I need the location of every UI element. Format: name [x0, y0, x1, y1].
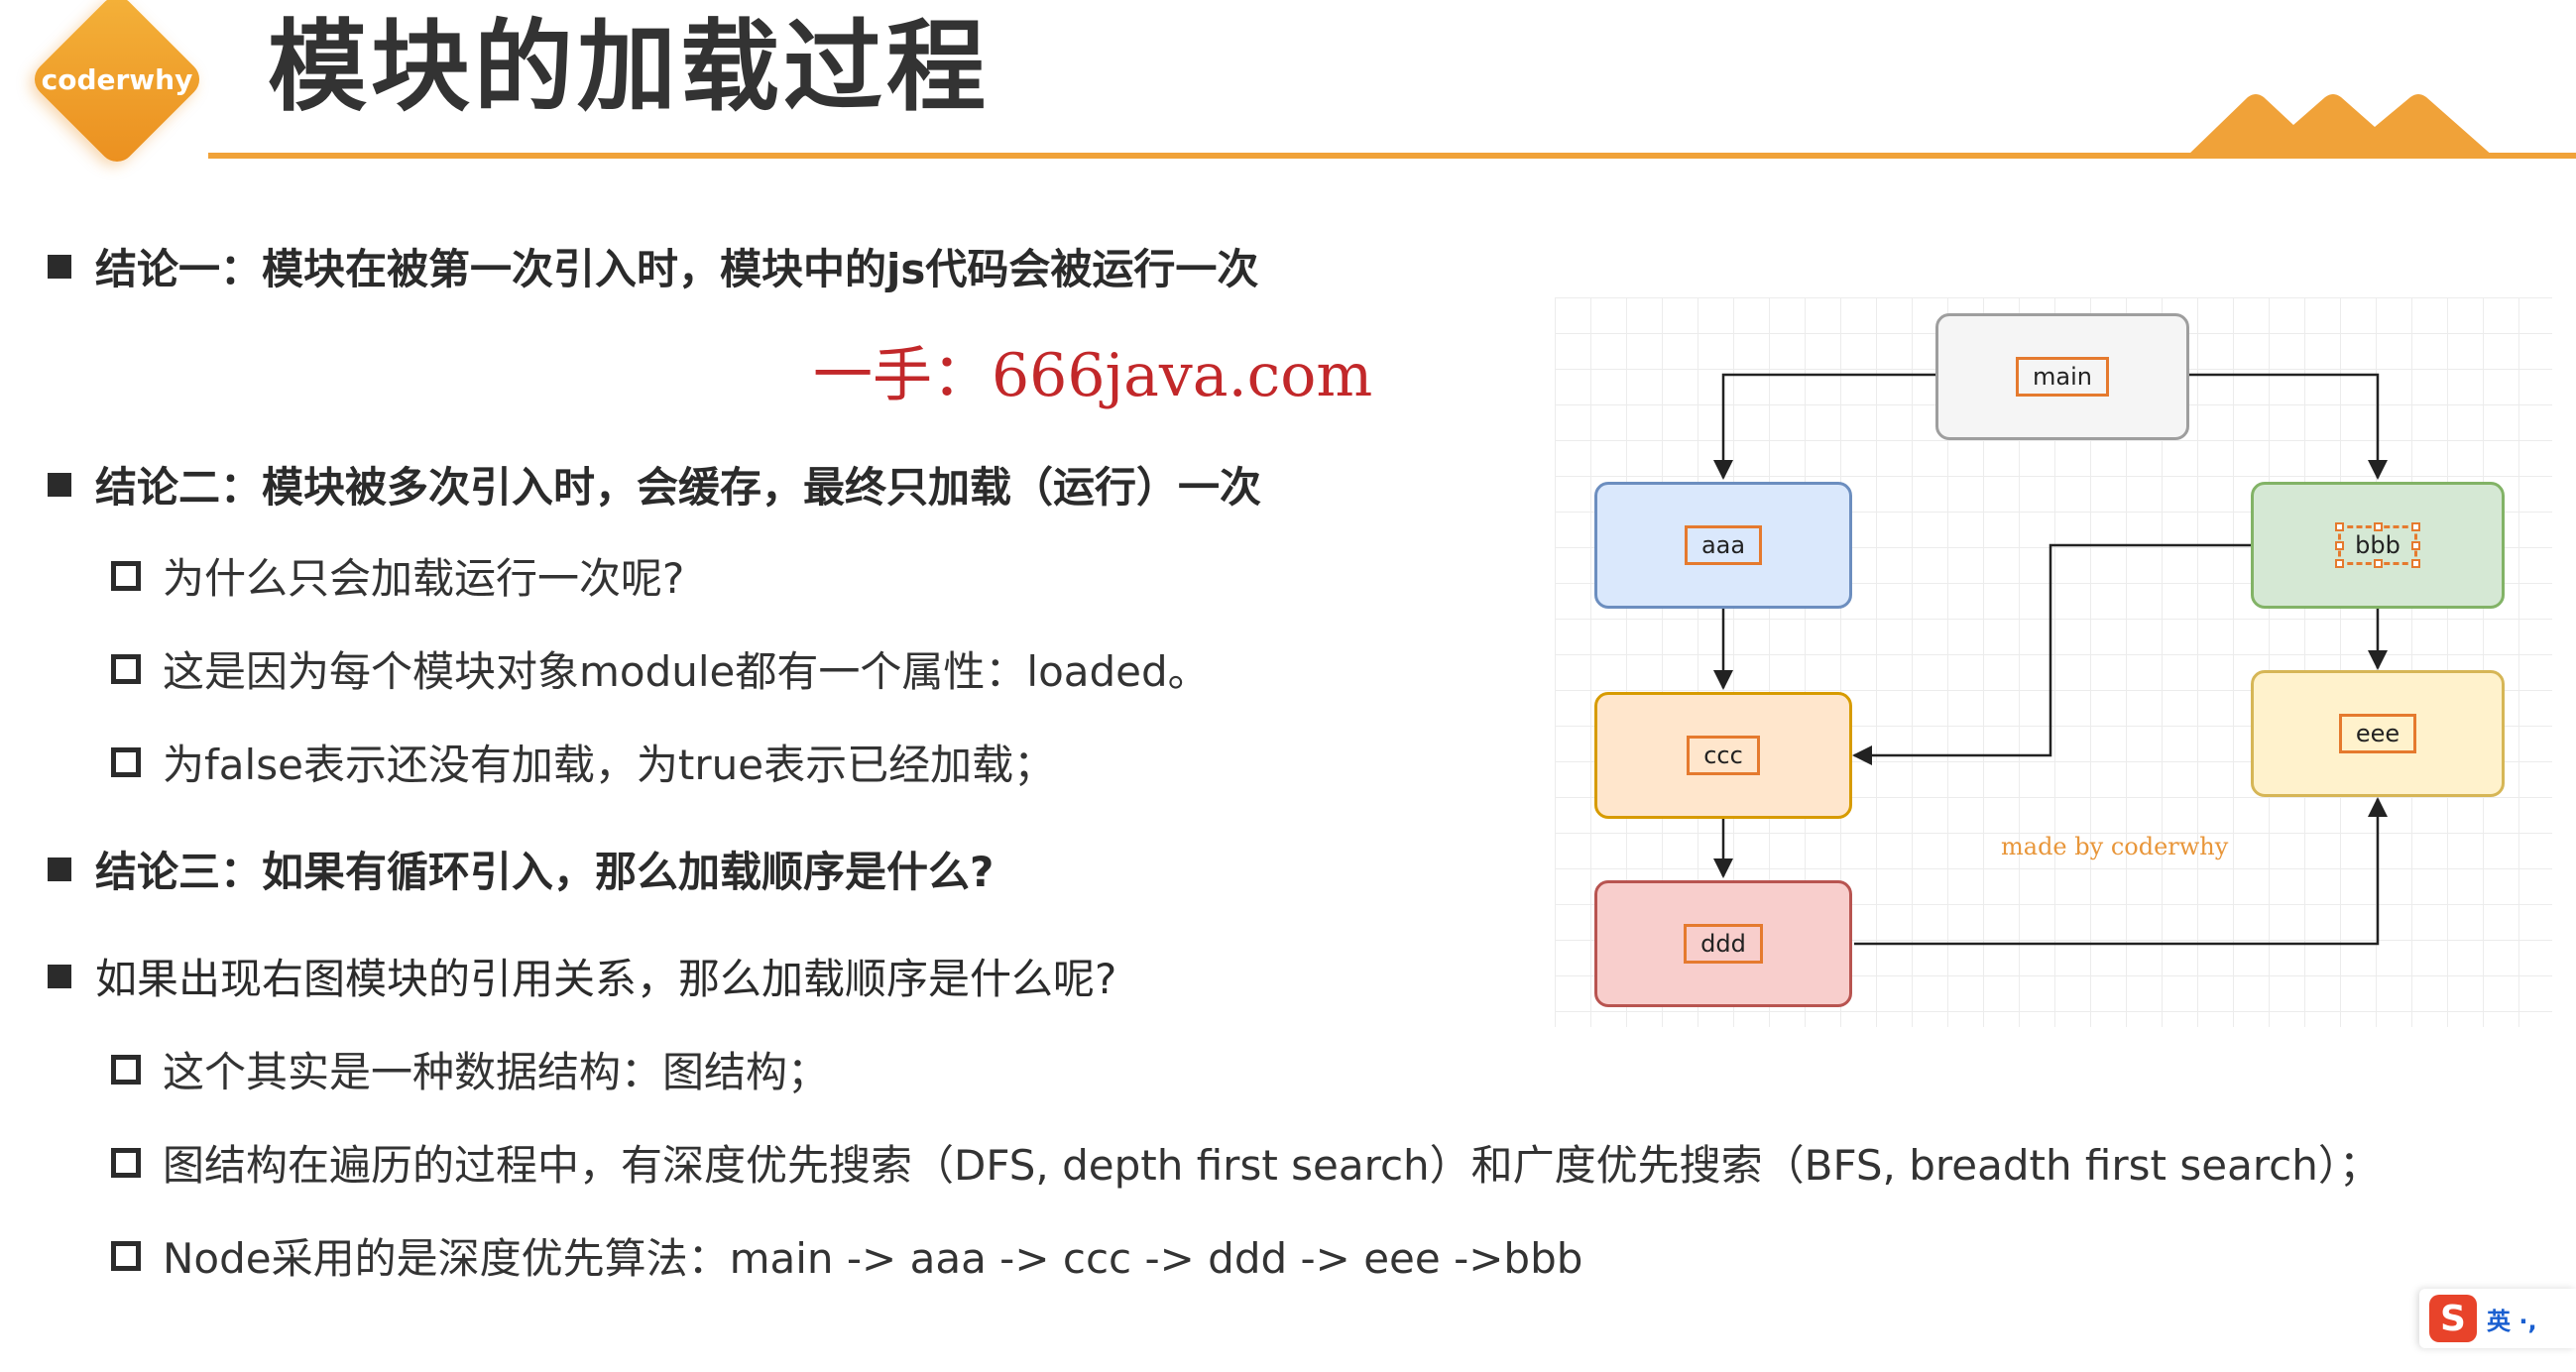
- hollow-square-icon: [111, 1054, 141, 1085]
- hollow-square-icon: [111, 653, 141, 684]
- selection-handle[interactable]: [2335, 559, 2345, 568]
- bullet-conclusion-1: 结论一：模块在被第一次引入时，模块中的js代码会被运行一次: [48, 236, 1258, 296]
- bullet-load-order-question: 如果出现右图模块的引用关系，那么加载顺序是什么呢?: [48, 946, 1116, 1006]
- sub-bullet-node-dfs-order: Node采用的是深度优先算法：main -> aaa -> ccc -> ddd…: [111, 1225, 1582, 1286]
- edge-bbb-ccc: [1852, 543, 2251, 765]
- bullet-text: 为什么只会加载运行一次呢?: [163, 554, 685, 603]
- selection-handle[interactable]: [2410, 541, 2420, 550]
- sub-bullet-why-once: 为什么只会加载运行一次呢?: [111, 545, 684, 606]
- node-ddd[interactable]: ddd: [1594, 880, 1852, 1007]
- bullet-square-icon: [48, 254, 71, 279]
- node-label-ddd: ddd: [1684, 924, 1763, 964]
- bullet-text: 结论二：模块被多次引入时，会缓存，最终只加载（运行）一次: [95, 463, 1262, 512]
- selection-handle[interactable]: [2335, 522, 2345, 531]
- node-ccc[interactable]: ccc: [1594, 692, 1852, 819]
- bullet-text: 这是因为每个模块对象module都有一个属性：loaded。: [163, 647, 1210, 696]
- selection-handle[interactable]: [2410, 522, 2420, 531]
- bullet-text: 为false表示还没有加载，为true表示已经加载；: [163, 741, 1056, 789]
- bullet-conclusion-2: 结论二：模块被多次引入时，会缓存，最终只加载（运行）一次: [48, 454, 1261, 514]
- node-aaa[interactable]: aaa: [1594, 482, 1852, 609]
- bullet-text: 图结构在遍历的过程中，有深度优先搜索（DFS, depth first sear…: [163, 1141, 2381, 1190]
- node-label-eee: eee: [2338, 714, 2417, 753]
- mountains-decoration-icon: [2186, 94, 2494, 157]
- sub-bullet-false-true: 为false表示还没有加载，为true表示已经加载；: [111, 732, 1055, 792]
- bullet-conclusion-3: 结论三：如果有循环引入，那么加载顺序是什么?: [48, 839, 994, 899]
- edge-main-aaa: [1713, 373, 1935, 480]
- node-label-main: main: [2016, 357, 2109, 397]
- module-graph-diagram: main aaa bbb ccc eee ddd: [1555, 297, 2552, 1027]
- sogou-ime-icon[interactable]: S: [2429, 1295, 2477, 1342]
- hollow-square-icon: [111, 1240, 141, 1271]
- bullet-text: 这个其实是一种数据结构：图结构；: [163, 1048, 830, 1096]
- sub-bullet-dfs-bfs: 图结构在遍历的过程中，有深度优先搜索（DFS, depth first sear…: [111, 1132, 2381, 1193]
- sub-bullet-graph-structure: 这个其实是一种数据结构：图结构；: [111, 1039, 829, 1099]
- sub-bullet-loaded-property: 这是因为每个模块对象module都有一个属性：loaded。: [111, 638, 1210, 699]
- logo-text: coderwhy: [41, 62, 193, 96]
- node-eee[interactable]: eee: [2251, 670, 2505, 797]
- node-label-aaa: aaa: [1684, 525, 1763, 565]
- node-label-bbb: bbb: [2335, 522, 2420, 568]
- hollow-square-icon: [111, 560, 141, 591]
- node-bbb[interactable]: bbb: [2251, 482, 2505, 609]
- coderwhy-logo: coderwhy: [27, 0, 207, 170]
- bullet-text: 结论一：模块在被第一次引入时，模块中的js代码会被运行一次: [95, 245, 1259, 293]
- node-main[interactable]: main: [1935, 313, 2189, 440]
- watermark-text: 一手：666java.com: [813, 341, 1373, 410]
- selection-handle[interactable]: [2410, 559, 2420, 568]
- bullet-text: 如果出现右图模块的引用关系，那么加载顺序是什么呢?: [95, 955, 1117, 1003]
- node-label-ccc: ccc: [1687, 736, 1760, 775]
- selection-handle[interactable]: [2373, 559, 2383, 568]
- selection-handle[interactable]: [2335, 541, 2345, 550]
- bullet-square-icon: [48, 857, 71, 881]
- hollow-square-icon: [111, 746, 141, 777]
- bullet-square-icon: [48, 964, 71, 988]
- header-divider: [208, 153, 2576, 159]
- made-by-caption: made by coderwhy: [2001, 833, 2229, 860]
- page-title: 模块的加载过程: [268, 9, 990, 125]
- edge-ddd-eee: [1854, 797, 2388, 946]
- edge-main-bbb: [2187, 373, 2388, 480]
- bullet-text: 结论三：如果有循环引入，那么加载顺序是什么?: [95, 848, 995, 896]
- hollow-square-icon: [111, 1147, 141, 1178]
- selection-handle[interactable]: [2373, 522, 2383, 531]
- bullet-text: Node采用的是深度优先算法：main -> aaa -> ccc -> ddd…: [163, 1234, 1583, 1283]
- diagram-edges: [1713, 373, 2388, 946]
- bullet-square-icon: [48, 472, 71, 497]
- ime-toolbar[interactable]: S 英 ·,: [2419, 1289, 2576, 1348]
- node-label-bbb-text: bbb: [2355, 531, 2400, 559]
- ime-mode-indicator[interactable]: 英 ·,: [2487, 1307, 2537, 1335]
